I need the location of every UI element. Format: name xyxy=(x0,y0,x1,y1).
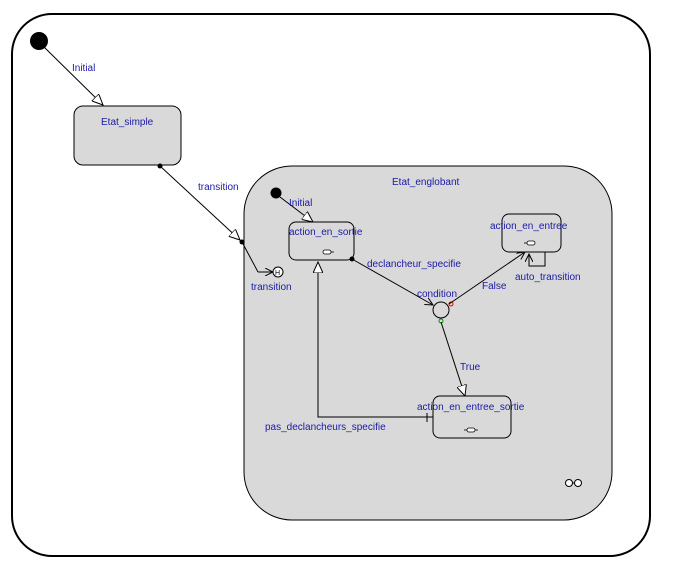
edge-outer-initial[interactable] xyxy=(43,46,103,105)
edge-pas-declencheurs[interactable] xyxy=(318,262,433,418)
edge-transition-to-composite[interactable] xyxy=(159,165,240,240)
inner-initial-node[interactable] xyxy=(270,187,282,199)
label-declencheur-specifie: declancheur_specifie xyxy=(367,259,461,270)
outer-initial-node[interactable] xyxy=(30,32,48,50)
label-condition: condition xyxy=(417,289,457,300)
label-entry-point: transition xyxy=(251,282,292,293)
entry-junction-dot xyxy=(239,239,245,245)
edge-auto-transition[interactable] xyxy=(529,252,546,267)
edge-inner-initial[interactable] xyxy=(279,196,313,222)
label-pas-declencheurs: pas_declancheurs_specifie xyxy=(265,422,386,433)
label-outer-initial: Initial xyxy=(72,63,95,74)
state-etat-simple-label: Etat_simple xyxy=(101,117,154,128)
entry-point-history-icon[interactable]: H xyxy=(272,266,284,278)
state-action-en-sortie-label: action_en_sortie xyxy=(289,227,363,238)
state-action-en-entree-label: action_en_entree xyxy=(490,221,568,232)
edge-false-branch[interactable] xyxy=(448,252,525,305)
entry-exit-action-icon xyxy=(464,427,478,433)
label-true-branch: True xyxy=(460,362,481,373)
label-inner-initial: Initial xyxy=(289,198,312,209)
state-etat-simple[interactable]: Etat_simple xyxy=(73,105,182,166)
edge-true-branch[interactable] xyxy=(440,321,465,396)
decomposition-icon xyxy=(565,479,582,487)
label-auto-transition: auto_transition xyxy=(515,272,581,283)
label-false-branch: False xyxy=(482,281,507,292)
entry-action-icon xyxy=(524,240,536,246)
edge-entry-continuation xyxy=(241,241,259,273)
state-action-en-entree-sortie-label: action_en_entree_sortie xyxy=(417,402,525,413)
state-etat-englobant-label: Etat_englobant xyxy=(392,177,460,188)
label-transition-to-composite: transition xyxy=(198,182,239,193)
svg-text:H: H xyxy=(275,270,280,277)
state-action-en-entree-sortie[interactable]: action_en_entree_sortie xyxy=(417,395,525,439)
state-action-en-sortie[interactable]: action_en_sortie xyxy=(288,221,363,261)
state-action-en-entree[interactable]: action_en_entree xyxy=(490,213,568,253)
exit-action-icon xyxy=(322,249,334,255)
edge-declencheur-specifie[interactable] xyxy=(351,258,433,305)
